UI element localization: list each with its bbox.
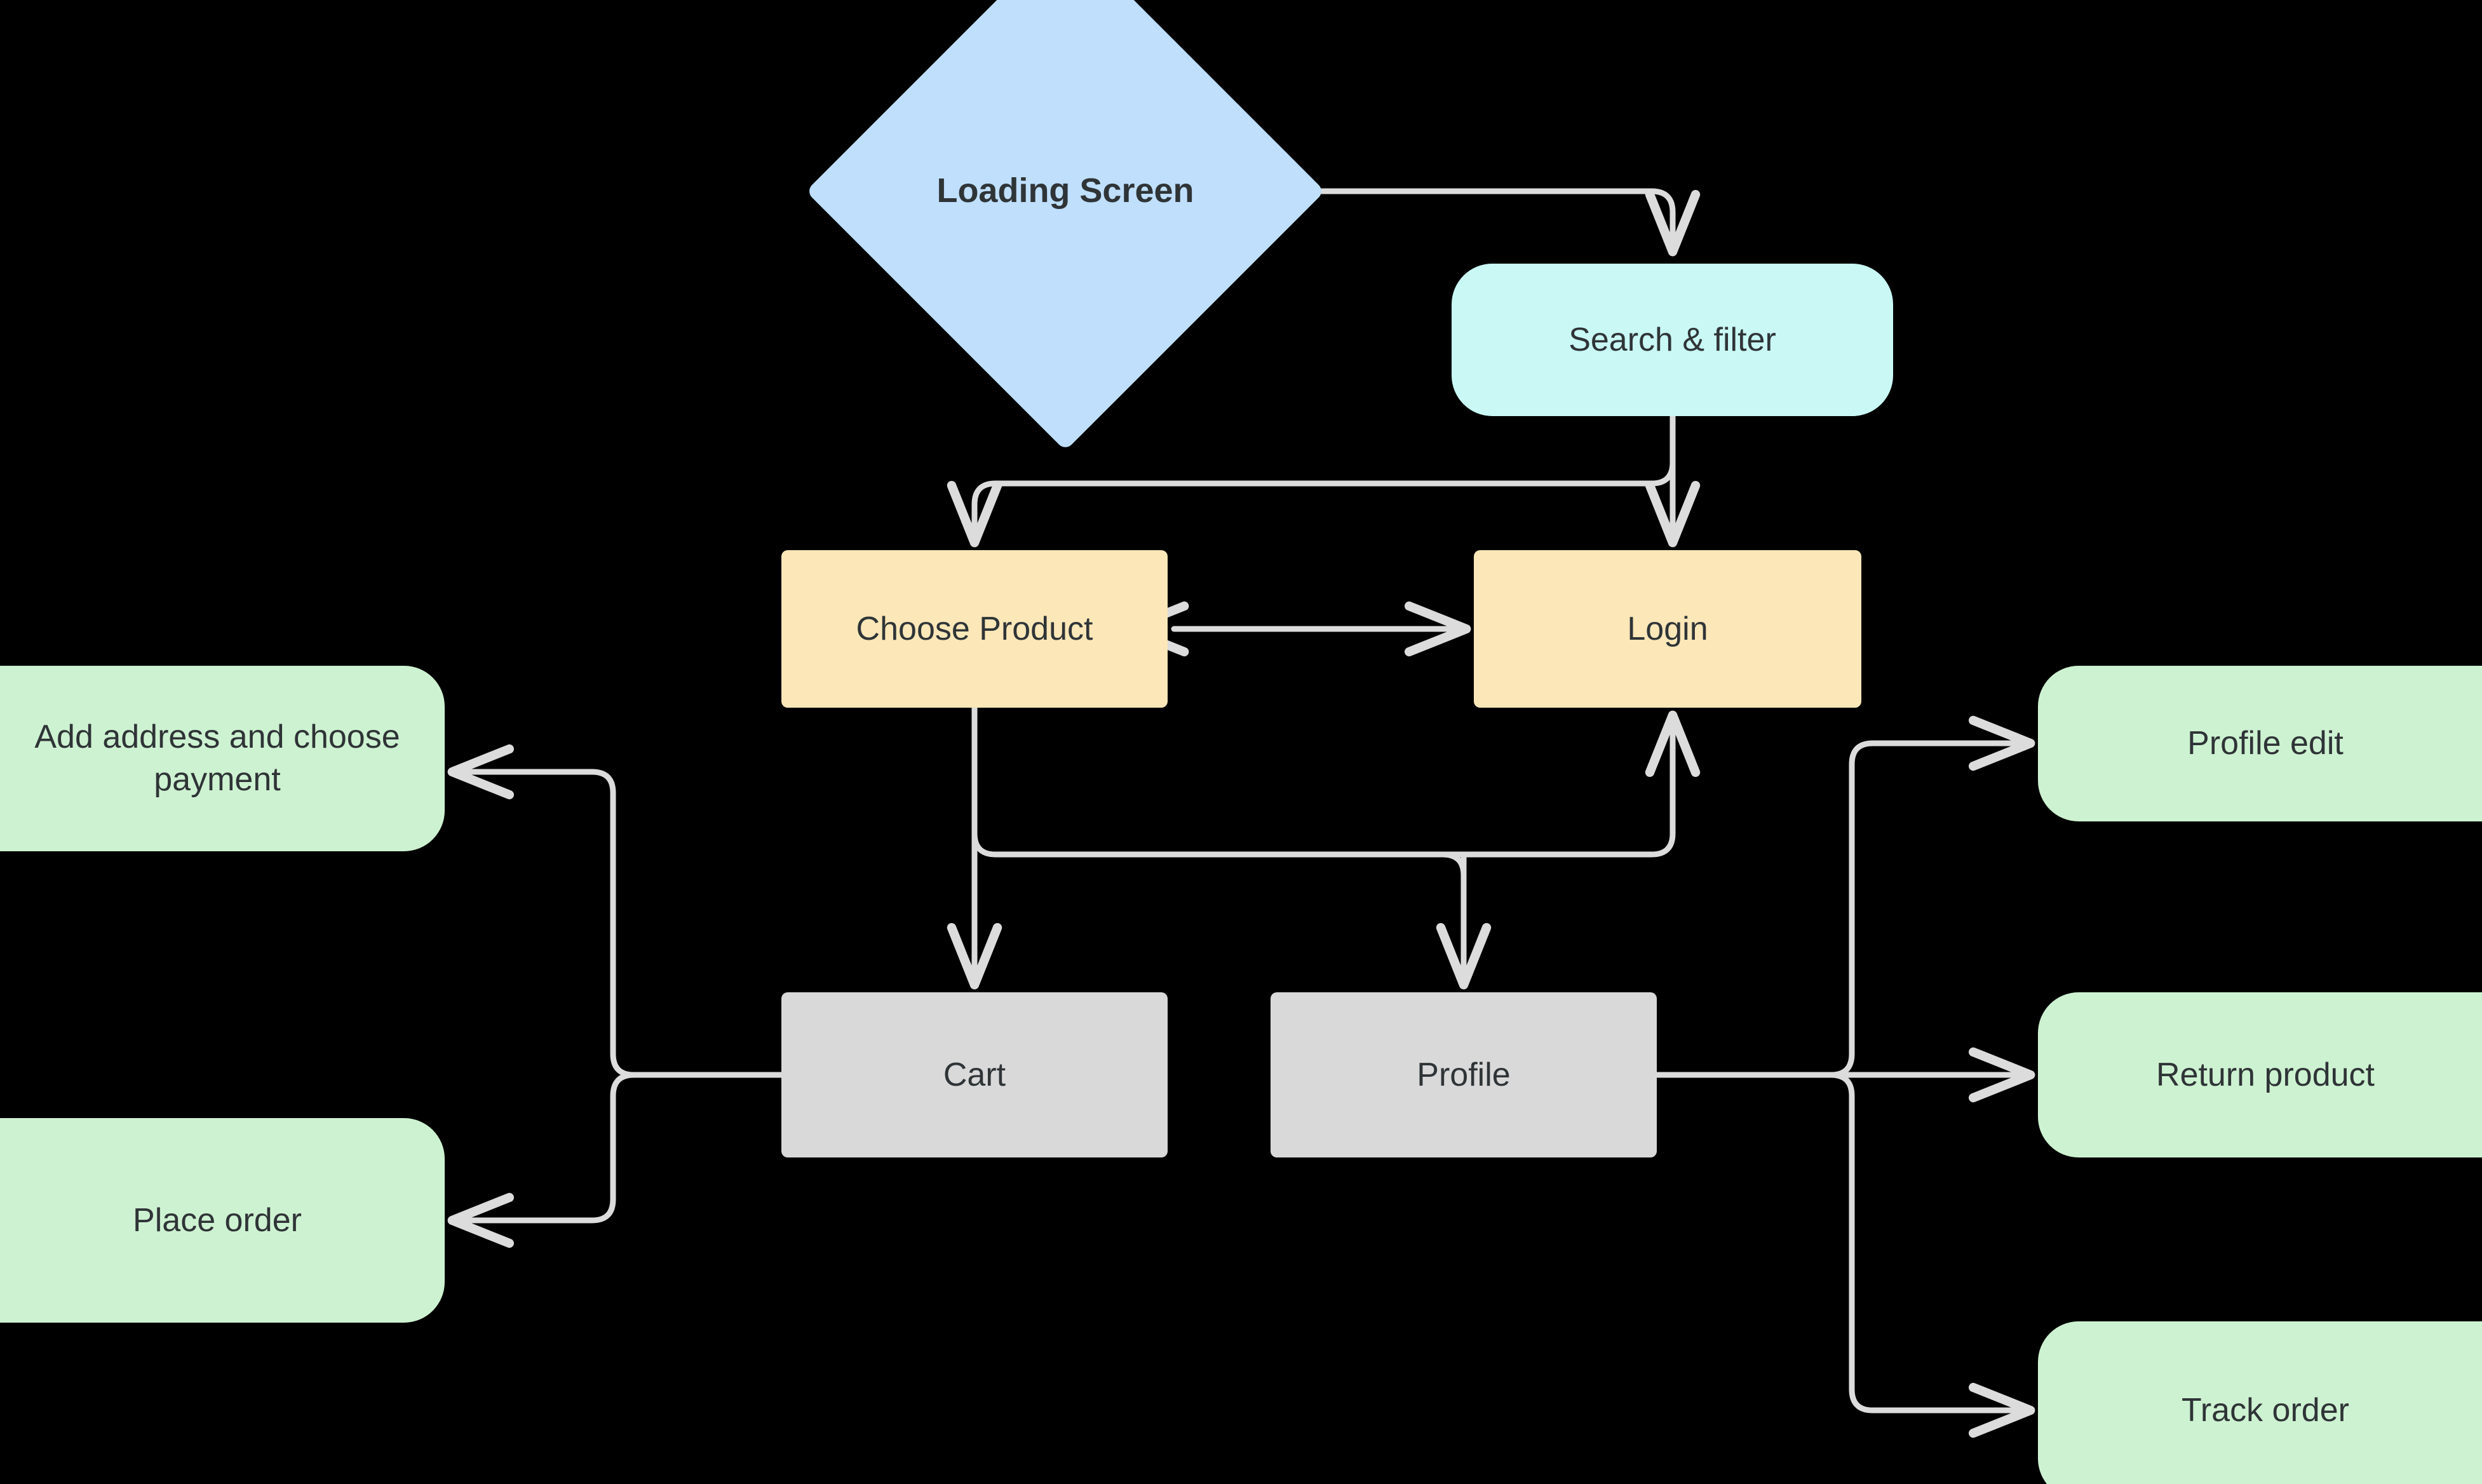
node-choose-product[interactable]: Choose Product xyxy=(781,550,1168,708)
edge-loading-to-search xyxy=(1261,188,1701,257)
node-return-product[interactable]: Return product xyxy=(2038,992,2482,1157)
node-label-cart: Cart xyxy=(943,1056,1006,1093)
node-label-return-product: Return product xyxy=(2156,1056,2375,1093)
node-search-filter[interactable]: Search & filter xyxy=(1452,264,1893,416)
node-cart[interactable]: Cart xyxy=(781,992,1168,1157)
node-label-profile: Profile xyxy=(1417,1056,1511,1093)
node-label-loading-screen: Loading Screen xyxy=(936,172,1194,210)
node-profile-edit[interactable]: Profile edit xyxy=(2038,666,2482,821)
node-label-place-order: Place order xyxy=(133,1201,302,1239)
node-profile[interactable]: Profile xyxy=(1271,992,1657,1157)
node-loading-screen[interactable]: Loading Screen xyxy=(806,0,1325,451)
node-label-choose-product: Choose Product xyxy=(856,610,1093,647)
node-track-order[interactable]: Track order xyxy=(2038,1321,2482,1484)
edge-profile-to-track-order xyxy=(1654,1072,2035,1438)
node-login[interactable]: Login xyxy=(1474,550,1861,708)
diamond-shape xyxy=(806,0,1325,451)
edge-cart-to-place-order xyxy=(447,1072,785,1248)
node-label-track-order: Track order xyxy=(2182,1391,2349,1429)
node-add-address-payment[interactable]: Add address and choose payment xyxy=(0,666,445,851)
edge-choose-product-to-login-lower xyxy=(971,705,1701,858)
node-label-profile-edit: Profile edit xyxy=(2187,725,2344,762)
edge-cart-to-add-address xyxy=(447,744,785,1078)
node-place-order[interactable]: Place order xyxy=(0,1118,445,1323)
edge-profile-to-profile-edit xyxy=(1654,715,2035,1078)
node-label-search-filter: Search & filter xyxy=(1568,321,1776,358)
node-label-login: Login xyxy=(1627,610,1708,647)
node-label-add-address-payment: Add address and choose payment xyxy=(34,718,400,798)
edge-bus-to-profile-joint xyxy=(1440,851,1467,879)
